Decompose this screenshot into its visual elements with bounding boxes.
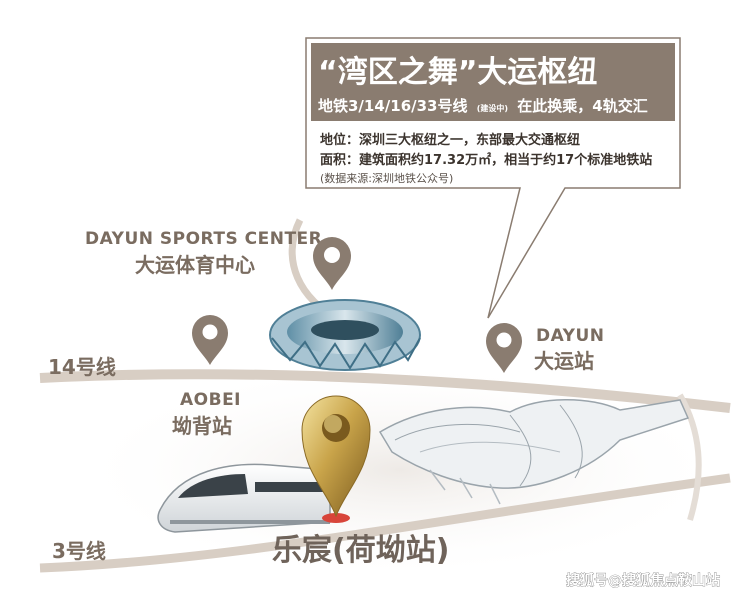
callout-subtitle: 地铁3/14/16/33号线 [318,97,468,115]
callout-subtitle-tail: 在此换乘，4轨交汇 [517,97,647,115]
main-station-label: 乐宸(荷坳站) [272,533,449,568]
sports-center-stadium-icon [269,299,421,371]
watermark-text: 搜狐号@搜狐焦点鞍山站 [566,572,720,589]
dayun-cn-label: 大运站 [534,349,594,373]
callout-info-location: 地位：深圳三大枢纽之一，东部最大交通枢纽 [320,132,580,148]
callout-header [311,43,675,121]
dayun-hub-building-icon [378,399,690,505]
dayun-station-pin-icon [486,323,522,373]
dayun-en-label: DAYUN [536,326,604,346]
sports-center-en-label: DAYUN SPORTS CENTER [85,229,322,249]
line-14-route [39,369,731,413]
hub-callout: “湾区之舞”大运枢纽 地铁3/14/16/33号线 (建设中) 在此换乘，4轨交… [305,37,681,319]
svg-text:地铁3/14/16/33号线 (建设中): 地铁3/14/16/33号线 (建设中) 在此换乘，4轨交汇 [318,97,648,115]
aobei-cn-label: 坳背站 [172,414,232,438]
callout-info-area: 面积：建筑面积约17.32万㎡，相当于约17个标准地铁站 [320,152,652,168]
callout-subtitle-note: (建设中) [477,103,508,113]
sports-center-pin-icon [313,237,351,290]
line-14-label: 14号线 [48,355,116,379]
aobei-en-label: AOBEI [180,390,241,410]
main-station-pin-icon [301,395,371,523]
line-3-route [39,473,731,573]
line-3-label: 3号线 [52,539,106,563]
train-icon [157,463,331,533]
callout-source: (数据来源:深圳地铁公众号) [320,171,453,185]
sports-center-cn-label: 大运体育中心 [135,253,255,277]
side-route [677,393,702,521]
aobei-station-pin-icon [192,315,228,365]
callout-title: “湾区之舞”大运枢纽 [318,55,597,90]
